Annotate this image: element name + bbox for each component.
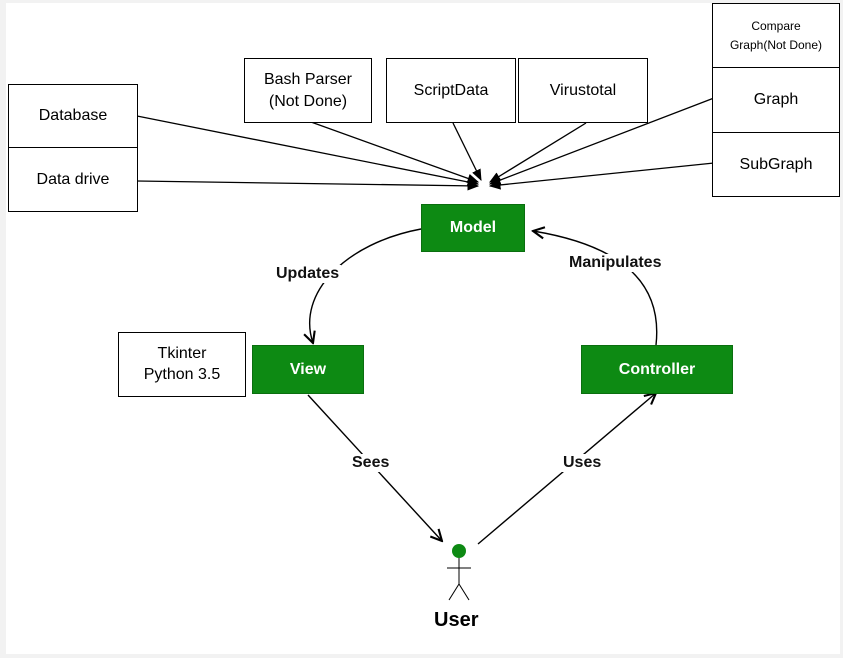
tkinter-label: Tkinter Python 3.5 [143,344,221,383]
diagram-canvas: Database Data drive Bash Parser (Not Don… [6,3,840,654]
model-label: Model [449,219,497,236]
updates-label: Updates [274,265,342,283]
virustotal-box: Virustotal [518,58,648,123]
edge-subgraph-model [488,162,715,190]
controller-label: Controller [618,360,696,378]
user-label: User [434,609,479,631]
uses-label: Uses [561,454,604,472]
controller-node: Controller [581,345,733,394]
scriptdata-label: ScriptData [413,81,489,99]
graph-label: Graph [753,91,799,108]
graph-box: Graph [712,67,840,133]
data-drive-label: Data drive [36,170,110,188]
data-drive-box: Data drive [8,147,138,212]
user-actor-body-icon [447,558,471,601]
connectors-layer [136,97,715,601]
virustotal-label: Virustotal [549,81,617,99]
manipulates-label: Manipulates [567,254,664,272]
edge-controller-model-manipulates [533,231,658,346]
compare-graph-box: Compare Graph(Not Done) [712,3,840,68]
compare-graph-label: Compare Graph(Not Done) [729,18,823,52]
subgraph-box: SubGraph [712,132,840,197]
bash-parser-label: Bash Parser (Not Done) [263,70,353,110]
edge-database-model [136,115,480,187]
scriptdata-box: ScriptData [386,58,516,123]
tkinter-box: Tkinter Python 3.5 [118,332,246,397]
view-label: View [289,360,327,378]
edge-scriptdata-model [452,122,482,182]
view-node: View [252,345,364,394]
user-actor-head-icon [452,544,466,558]
subgraph-label: SubGraph [739,155,813,173]
edge-datadrive-model [136,180,480,191]
edge-bashparser-model [310,121,480,183]
model-node: Model [421,204,525,252]
edge-graph-model [488,97,715,185]
edge-virustotal-model [489,122,587,183]
sees-label: Sees [350,454,392,472]
bash-parser-box: Bash Parser (Not Done) [244,58,372,123]
edge-model-view-updates [310,228,422,343]
database-label: Database [38,107,108,124]
database-box: Database [8,84,138,148]
